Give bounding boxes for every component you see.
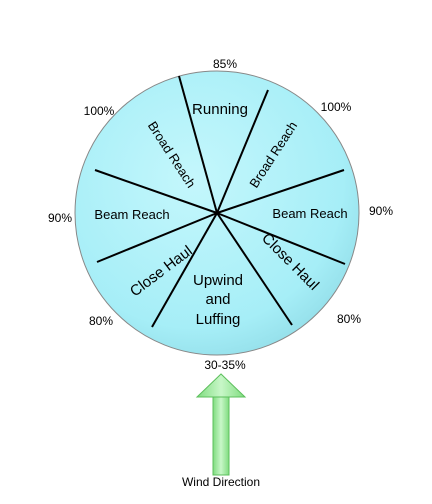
sector-label-beam-reach-right: Beam Reach: [272, 206, 347, 221]
efficiency-beam-reach-right: 90%: [369, 204, 393, 218]
efficiency-running: 85%: [213, 57, 237, 71]
divider-line: [216, 212, 346, 265]
wind-arrow: [195, 373, 247, 476]
divider-line: [178, 75, 218, 214]
divider-line: [151, 212, 218, 328]
efficiency-close-haul-right: 80%: [337, 312, 361, 326]
divider-line: [216, 89, 269, 214]
efficiency-close-haul-left: 80%: [89, 314, 113, 328]
sector-label-upwind-line-3: Luffing: [196, 311, 241, 328]
divider-line: [96, 212, 218, 263]
sector-label-upwind-line-1: Upwind: [193, 272, 243, 289]
efficiency-beam-reach-left: 90%: [48, 211, 72, 225]
efficiency-broad-reach-right: 100%: [321, 100, 352, 114]
efficiency-labels: 85% 100% 100% 90% 90% 80% 80% 30-35%: [48, 57, 393, 372]
sector-label-running: Running: [192, 101, 248, 118]
sector-label-upwind-line-2: and: [205, 291, 230, 308]
wind-arrow-head: [195, 373, 247, 398]
wheel-dividers: [94, 75, 346, 328]
divider-line: [216, 212, 293, 326]
sail-wheel: Running Broad Reach Broad Reach Beam Rea…: [74, 70, 360, 356]
efficiency-broad-reach-left: 100%: [84, 104, 115, 118]
wind-direction-label: Wind Direction: [182, 475, 260, 489]
sector-label-beam-reach-left: Beam Reach: [94, 207, 169, 222]
efficiency-upwind: 30-35%: [204, 358, 246, 372]
wind-arrow-shaft: [212, 396, 230, 476]
divider-line: [216, 169, 345, 214]
divider-line: [94, 169, 218, 214]
